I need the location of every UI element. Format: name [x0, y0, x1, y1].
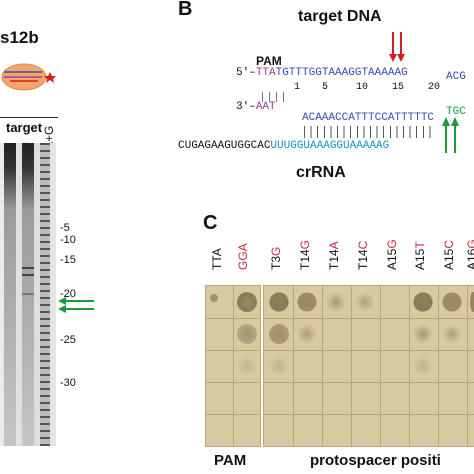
ruler-5: 5: [322, 82, 329, 93]
crrna-label: crRNA: [296, 164, 346, 181]
plaque-spot: [355, 292, 375, 312]
top-strand-prefix: 5′–: [236, 67, 256, 79]
ruler-10: 10: [356, 82, 369, 93]
plaque-plate-pam: [205, 285, 261, 447]
col-label-a15g: A15G: [385, 239, 399, 270]
dna-rna-pairing: [304, 126, 436, 138]
plaque-spot: [470, 292, 474, 312]
plaque-plate-protospacer: [263, 285, 474, 447]
gel-band: [22, 293, 34, 295]
pam-label: PAM: [256, 54, 282, 68]
plaque-spot: [210, 294, 218, 302]
crrna-strand: CUGAGAAGUGGCACUUUGGUAAAGGUAAAAAG: [178, 140, 389, 152]
marker-30: -30: [60, 377, 76, 389]
marker-10: -10: [60, 234, 76, 246]
crrna-handle: CUGAGAAGUGGCAC: [178, 140, 271, 152]
gel-header-rule: [0, 117, 58, 118]
bottom-tail: TGC: [446, 106, 466, 118]
ruler-1: 1: [294, 82, 301, 93]
cleavage-arrows-green-up-icon: [442, 117, 459, 153]
gel-lane-minus: [4, 143, 16, 446]
sequencing-gel: [0, 143, 56, 446]
col-label-a15c: A15C: [442, 239, 456, 270]
col-label-gga: GGA: [236, 243, 250, 270]
plaque-spot: [413, 356, 433, 376]
panel-c-letter: C: [203, 212, 218, 234]
panel-b-letter: B: [178, 0, 193, 20]
plaque-spot: [326, 292, 346, 312]
marker-5: -5: [60, 222, 70, 234]
marker-15: -15: [60, 254, 76, 266]
footer-pam-label: PAM: [214, 452, 247, 469]
col-label-t14g: T14G: [298, 239, 312, 270]
plaque-spot: [237, 356, 257, 376]
col-label-a15t: A15T: [413, 241, 427, 270]
plaque-spot: [297, 292, 317, 312]
panel-a-title: s12b: [0, 28, 39, 47]
col-label-t14c: T14C: [356, 240, 370, 270]
plaque-spot: [442, 324, 462, 344]
col-label-a16g: A16G: [465, 239, 474, 270]
bottom-pam: AAT: [255, 101, 276, 113]
col-label-tta: TTA: [210, 248, 224, 270]
gel-header: target: [6, 120, 43, 135]
top-protospacer: TGTTTGGTAAAGGTAAAAAG: [275, 67, 408, 79]
top-tail: ACG: [446, 71, 466, 83]
cas12-complex-icon: [1, 63, 56, 91]
plaque-spot: [413, 292, 433, 312]
plaque-spot: [269, 292, 289, 312]
ruler-15: 15: [392, 82, 405, 93]
top-strand: 5′–TTATGTTTGGTAAAGGTAAAAAG: [236, 67, 408, 79]
plaque-spot: [442, 292, 462, 312]
pam-pairing: [262, 92, 290, 102]
plaque-spot: [237, 324, 257, 344]
bottom-protospacer: ACAAACCATTTCCATTTTTC: [302, 112, 435, 124]
target-dna-title: target DNA: [298, 8, 382, 25]
col-label-t3g: T3G: [269, 246, 283, 270]
bottom-strand: 3′–AAT: [236, 101, 276, 113]
plaque-spot: [269, 324, 289, 344]
ruler-20: 20: [428, 82, 441, 93]
plaque-spot: [413, 324, 433, 344]
plaque-spot: [237, 292, 257, 312]
col-label-t14a: T14A: [327, 241, 341, 270]
gel-band: [22, 267, 34, 269]
footer-protospacer-label: protospacer positi: [310, 452, 441, 469]
bottom-strand-prefix: 3′–: [236, 101, 256, 113]
plaque-spot: [297, 324, 317, 344]
marker-25: -25: [60, 334, 76, 346]
gel-band: [22, 274, 34, 276]
marker-20: -20: [60, 288, 76, 300]
gel-lane-ag: [40, 143, 50, 446]
cleavage-arrows-red-icon: [389, 32, 405, 62]
top-pam: TTA: [255, 67, 276, 79]
gel-lane-plus: [22, 143, 34, 446]
plaque-spot: [269, 356, 289, 376]
cleavage-arrows-green-icon: [58, 297, 94, 313]
crrna-spacer: UUUGGUAAAGGUAAAAAG: [270, 140, 390, 152]
